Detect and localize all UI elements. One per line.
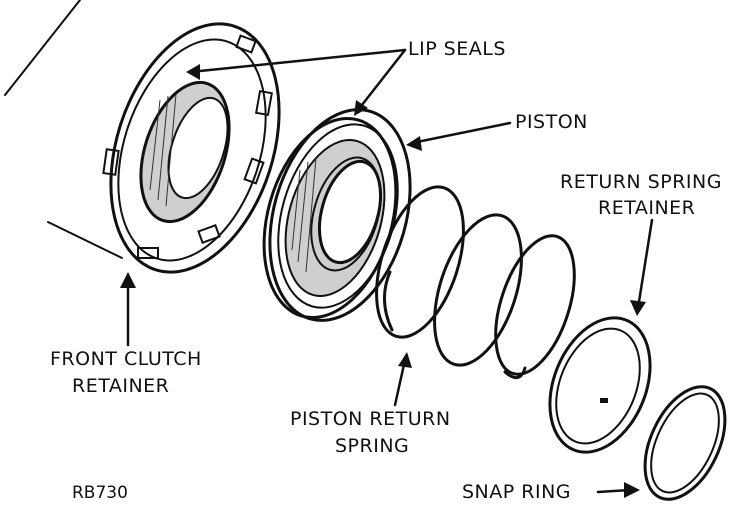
- drum-edge-bottom: [47, 221, 123, 259]
- front-clutch-retainer-part: [4, 0, 281, 274]
- label-piston-return-spring-1: PISTON RETURN: [290, 408, 451, 430]
- retainer-notch: [600, 398, 608, 403]
- label-snap-ring: SNAP RING: [462, 481, 571, 503]
- snap-ring-outer: [643, 385, 727, 501]
- lip-seals-arrowhead-1: [186, 64, 200, 80]
- drum-lug: [102, 148, 120, 176]
- snap-ring-arrowhead: [624, 482, 640, 498]
- piston-hatch: [305, 157, 317, 273]
- retainer-inner: [555, 327, 641, 445]
- piston-part: [262, 108, 412, 322]
- piston-leader: [410, 121, 512, 145]
- retainer-leader: [636, 218, 654, 310]
- snap-ring-part: [643, 385, 727, 501]
- lip-seals-arrowhead-2: [354, 100, 368, 116]
- drum-lug: [255, 89, 273, 117]
- drum-outer-rim: [109, 22, 281, 274]
- piston-arrowhead: [406, 136, 422, 151]
- label-return-spring-retainer-2: RETAINER: [598, 197, 695, 219]
- lip-seals-leader-2: [356, 48, 407, 112]
- label-piston-return-spring-2: SPRING: [335, 435, 409, 457]
- spring-leader: [393, 358, 407, 407]
- figure-code: RB730: [72, 483, 128, 503]
- label-front-clutch-retainer-1: FRONT CLUTCH: [50, 348, 202, 370]
- drum-edge-top: [4, 0, 81, 96]
- spring-arrowhead: [398, 352, 412, 368]
- piston-lip-seal-inner: [310, 156, 382, 272]
- retainer-outer: [548, 316, 652, 454]
- spring-end: [503, 366, 527, 380]
- drum-hub-hatch: [157, 95, 169, 201]
- drum-hub-hatch: [165, 93, 177, 207]
- front-clutch-arrowhead: [120, 272, 136, 288]
- drum-lug: [243, 157, 265, 185]
- return-spring-retainer-part: [548, 316, 652, 454]
- drum-lug: [197, 224, 221, 244]
- leader-lines: [120, 48, 654, 498]
- spring-end: [383, 270, 394, 332]
- drum-hub: [139, 80, 231, 224]
- label-return-spring-retainer-1: RETURN SPRING: [560, 171, 722, 193]
- piston-return-spring-part: [375, 185, 576, 380]
- drum-lug: [137, 247, 159, 259]
- snap-ring-inner: [650, 392, 720, 494]
- label-piston: PISTON: [515, 111, 588, 133]
- spring-coil: [375, 185, 465, 339]
- spring-coil: [433, 213, 523, 367]
- piston-hatch: [291, 169, 301, 251]
- label-front-clutch-retainer-2: RETAINER: [72, 375, 169, 397]
- drum-hub-hatch: [149, 99, 161, 191]
- piston-face: [284, 139, 386, 297]
- label-lip-seals: LIP SEALS: [408, 38, 506, 60]
- lip-seals-leader-1: [188, 48, 407, 74]
- drum-lug: [235, 34, 257, 54]
- drum-hub-bore: [167, 96, 229, 200]
- spring-coil: [494, 234, 576, 376]
- piston-hatch: [297, 161, 309, 263]
- retainer-arrowhead: [630, 300, 646, 316]
